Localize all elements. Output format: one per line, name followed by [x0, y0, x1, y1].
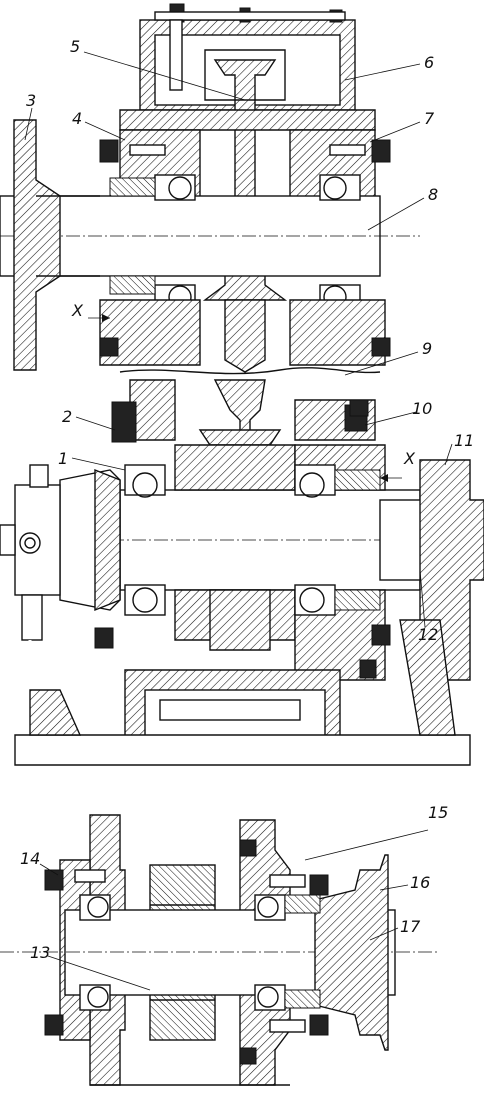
label-12: 12: [418, 625, 438, 644]
label-1: 1: [58, 449, 68, 468]
top-assembly: [0, 3, 420, 375]
label-15: 15: [428, 803, 448, 822]
bearing-middle-left: [124, 464, 166, 616]
label-4: 4: [72, 109, 82, 128]
label-2: 2: [62, 407, 72, 426]
motor-unit-left: [0, 464, 121, 641]
label-14: 14: [20, 849, 40, 868]
label-11: 11: [454, 431, 474, 450]
label-17: 17: [400, 917, 421, 936]
middle-assembly: [0, 379, 484, 766]
label-9: 9: [422, 339, 432, 358]
bottom-assembly: [0, 814, 440, 1086]
label-8: 8: [428, 185, 438, 204]
bearing-bottom-right: [254, 894, 286, 1011]
part-labels: 5 6 3 4 7 8 X 9 2 10 11 1 X 12 15 14 16 …: [20, 37, 474, 962]
bolts-top: [99, 139, 391, 357]
label-6: 6: [424, 53, 434, 72]
label-x-top: X: [71, 301, 84, 320]
label-7: 7: [424, 109, 435, 128]
flange-right-bottom: [314, 854, 389, 1051]
label-3: 3: [26, 91, 36, 110]
label-13: 13: [30, 943, 50, 962]
bearing-middle-right: [294, 464, 336, 616]
label-16: 16: [410, 873, 430, 892]
bearing-bottom-left: [79, 894, 111, 1011]
label-5: 5: [70, 37, 80, 56]
label-x-middle: X: [403, 449, 416, 468]
base-plate: [14, 734, 471, 766]
flange-left-top: [13, 119, 61, 371]
leader-lines: [24, 51, 453, 991]
label-10: 10: [412, 399, 432, 418]
